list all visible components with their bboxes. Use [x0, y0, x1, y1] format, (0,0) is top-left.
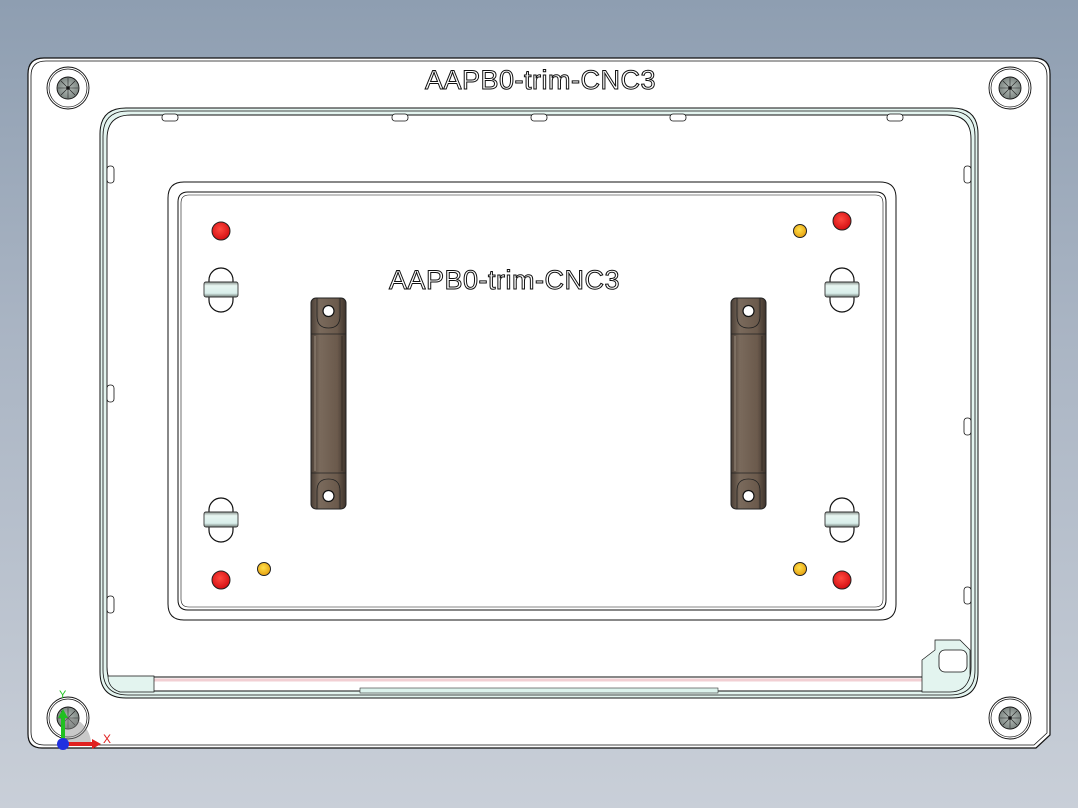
red-pin-icon — [832, 570, 852, 590]
handle-right[interactable] — [731, 298, 766, 509]
handle-left[interactable] — [311, 298, 346, 509]
handle-icon — [730, 297, 767, 510]
clamp-icon — [203, 267, 239, 313]
clamp-icon — [824, 267, 860, 313]
yellow-pin-icon — [257, 562, 271, 576]
red-pin-icon — [211, 570, 231, 590]
red-pins — [211, 211, 852, 590]
yellow-pin-icon — [793, 224, 807, 238]
yellow-pin-icon — [793, 562, 807, 576]
screw-icon — [988, 66, 1032, 110]
inner-panel — [167, 181, 897, 621]
axis-triad-icon — [57, 709, 101, 750]
yellow-pins — [257, 224, 807, 576]
screw-icon — [46, 66, 90, 110]
outer-part-label: AAPB0-trim-CNC3 — [424, 65, 657, 95]
handles — [310, 297, 767, 510]
axis-y-label: Y — [59, 689, 67, 701]
clamps — [203, 267, 860, 543]
clamp-icon — [203, 497, 239, 543]
clamp-icon — [824, 497, 860, 543]
red-pin-icon — [211, 221, 231, 241]
inner-part-label: AAPB0-trim-CNC3 — [388, 265, 621, 295]
axis-x-label: X — [103, 732, 112, 746]
handle-icon — [310, 297, 347, 510]
screw-icon — [988, 696, 1032, 740]
red-pin-icon — [832, 211, 852, 231]
